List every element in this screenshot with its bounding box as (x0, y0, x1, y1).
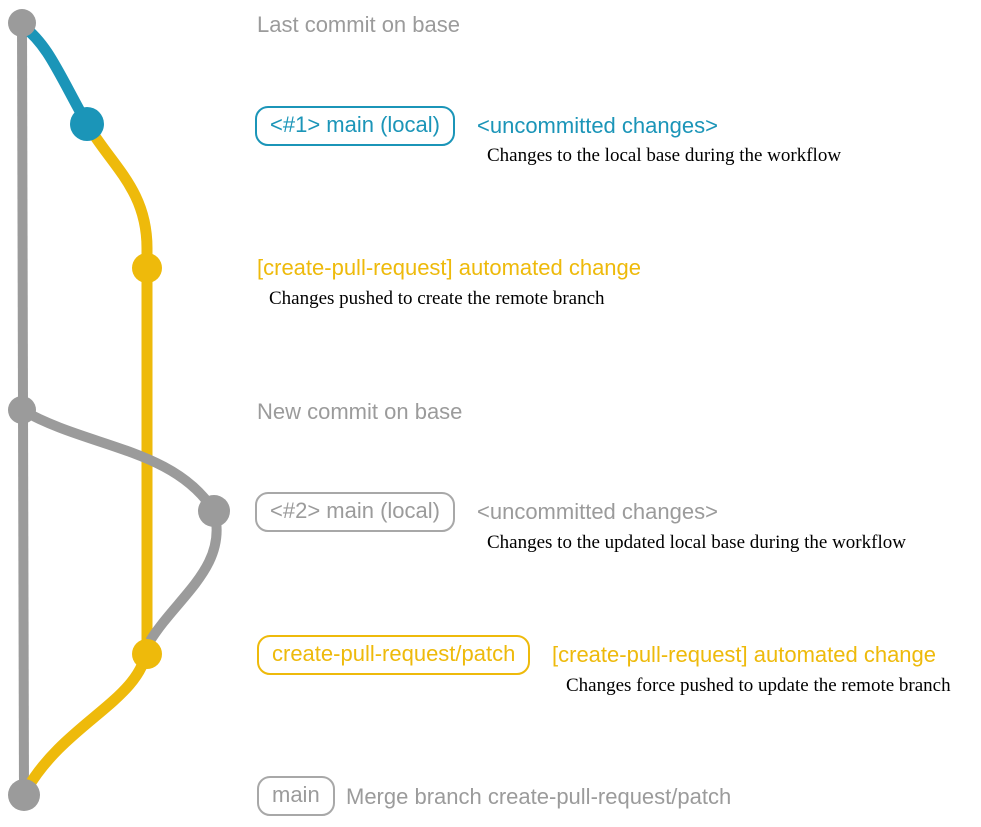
commit-dot-last-commit-on-base (8, 9, 36, 37)
badge-patch-branch-label: create-pull-request/patch (257, 635, 531, 675)
badge-patch-branch: create-pull-request/patch (257, 635, 531, 675)
badge-main-label: main (257, 776, 335, 816)
badge-main: main (257, 776, 335, 816)
badge-main-local-2-label: <#2> main (local) (255, 492, 455, 532)
local-main-branch-line (19, 21, 92, 127)
last-commit-heading: Last commit on base (257, 12, 460, 37)
note-local-base-changes: Changes to the local base during the wor… (487, 145, 842, 166)
commit-dot-uncommitted-changes-2 (198, 495, 230, 527)
note-changes-pushed: Changes pushed to create the remote bran… (269, 288, 605, 309)
automated-change-title-1: [create-pull-request] automated change (257, 255, 642, 280)
merge-branch-text: Merge branch create-pull-request/patch (346, 784, 732, 809)
commit-dot-uncommitted-changes-1 (70, 107, 104, 141)
automated-change-title-2: [create-pull-request] automated change (552, 642, 937, 667)
updated-local-main-line (19, 405, 222, 644)
commit-dot-new-commit-on-base (8, 396, 36, 424)
badge-main-local-2: <#2> main (local) (255, 492, 455, 532)
uncommitted-changes-tag-1: <uncommitted changes> (477, 113, 718, 138)
note-changes-force-pushed: Changes force pushed to update the remot… (566, 675, 951, 696)
badge-main-local-1: <#1> main (local) (255, 106, 455, 146)
badge-main-local-1-label: <#1> main (local) (255, 106, 455, 146)
note-updated-local-base-changes: Changes to the updated local base during… (487, 532, 906, 553)
commit-dot-merge-commit (8, 779, 40, 811)
commit-dot-automated-change-2 (132, 639, 162, 669)
new-commit-heading: New commit on base (257, 399, 463, 424)
commit-dot-automated-change-1 (132, 253, 162, 283)
uncommitted-changes-tag-2: <uncommitted changes> (477, 499, 718, 524)
